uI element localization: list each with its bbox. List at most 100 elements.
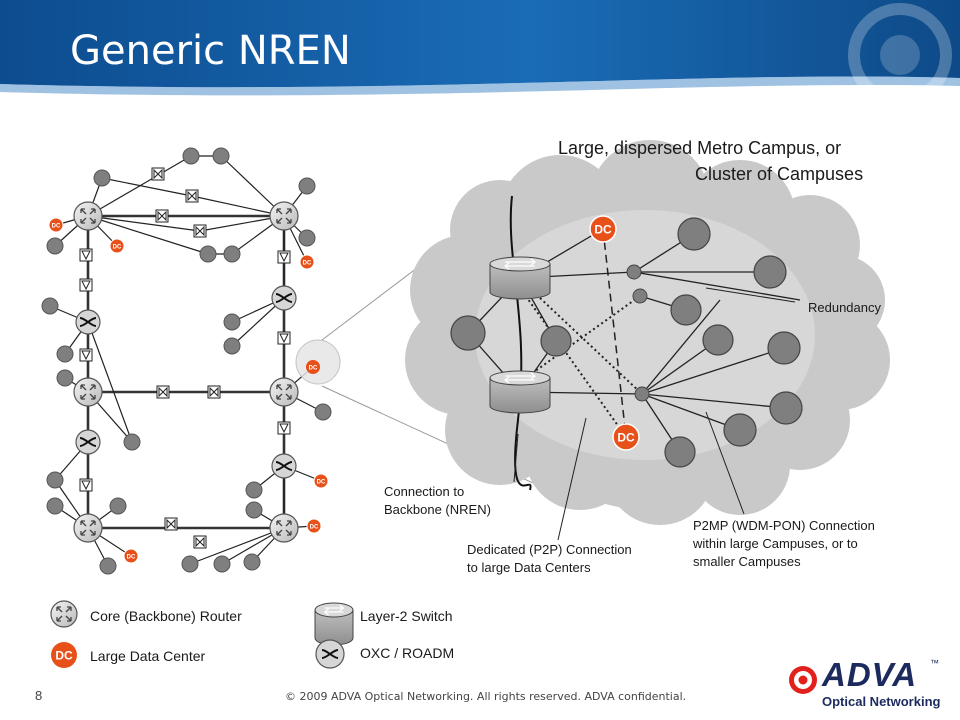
legend-layer2-switch-icon (314, 602, 354, 646)
data-center-badge: DC (313, 473, 329, 489)
svg-text:DC: DC (309, 366, 318, 372)
svg-text:DC: DC (113, 245, 122, 251)
filter-icon (79, 348, 93, 362)
core-router-icon (73, 513, 103, 543)
redundancy-label: Redundancy (808, 300, 881, 315)
filter-icon (277, 250, 291, 264)
redundancy-pointer (705, 287, 796, 303)
adva-logo-subtitle: Optical Networking (822, 694, 941, 709)
redundancy-dashed-link (602, 228, 627, 438)
network-node (243, 553, 261, 571)
amplifier-icon (164, 517, 178, 531)
network-node (181, 555, 199, 573)
campus-link (641, 299, 721, 395)
campus-link (641, 393, 741, 431)
campus-node (677, 217, 711, 251)
campus-node (540, 325, 572, 357)
campus-node (723, 413, 757, 447)
svg-text:DC: DC (303, 261, 312, 267)
backbone-label-line2: Backbone (NREN) (384, 502, 491, 517)
filter-icon (79, 278, 93, 292)
svg-text:DC: DC (52, 224, 61, 230)
core-router-icon (269, 377, 299, 407)
filter-icon (79, 478, 93, 492)
data-center-badge: DC (589, 215, 617, 243)
data-center-badge: DC (109, 238, 125, 254)
p2mp-label-line3: smaller Campuses (693, 554, 801, 569)
layer2-switch-icon (489, 370, 551, 414)
campus-node (664, 436, 696, 468)
layer2-switch-icon (489, 256, 551, 300)
network-node (223, 313, 241, 331)
oxc-roadm-icon (75, 309, 101, 335)
legend-core-router-icon (50, 600, 78, 628)
slide-title: Generic NREN (70, 28, 351, 74)
access-link (87, 215, 201, 232)
splitter-node (632, 288, 648, 304)
network-node (298, 229, 316, 247)
oxc-roadm-icon (75, 429, 101, 455)
data-center-badge: DC (123, 548, 139, 564)
data-center-badge: DC (306, 518, 322, 534)
header-wave (0, 76, 960, 96)
data-center-badge: DC (48, 217, 64, 233)
campus-node (670, 294, 702, 326)
svg-text:DC: DC (55, 649, 73, 663)
core-router-icon (73, 201, 103, 231)
splitter-node (626, 264, 642, 280)
amplifier-icon (151, 167, 165, 181)
p2p-label-line2: to large Data Centers (467, 560, 591, 575)
p2p-label-line1: Dedicated (P2P) Connection (467, 542, 632, 557)
network-node (46, 237, 64, 255)
amplifier-icon (193, 535, 207, 549)
campus-node (769, 391, 803, 425)
campus-link (641, 347, 785, 395)
p2mp-pointer (705, 411, 745, 515)
zoom-line (321, 385, 571, 501)
page-number: 8 (35, 688, 43, 703)
network-node (46, 497, 64, 515)
network-node (199, 245, 217, 263)
network-node (223, 245, 241, 263)
header-emblem-ring (848, 3, 952, 107)
copyright-footer: © 2009 ADVA Optical Networking. All righ… (285, 690, 687, 703)
amplifier-icon (156, 385, 170, 399)
access-link (87, 215, 209, 255)
network-node (109, 497, 127, 515)
filter-icon (277, 331, 291, 345)
network-node (212, 147, 230, 165)
core-router-icon (73, 377, 103, 407)
network-node (298, 177, 316, 195)
data-center-badge: DC (612, 423, 640, 451)
svg-text:DC: DC (594, 223, 612, 237)
backbone-label-line1: Connection to (384, 484, 465, 499)
campus-link (641, 393, 787, 409)
header-emblem-dot (880, 35, 920, 75)
svg-text:DC: DC (310, 525, 319, 531)
cluster-title-line1: Large, dispersed Metro Campus, or (558, 138, 842, 158)
network-node (99, 557, 117, 575)
network-node (93, 169, 111, 187)
network-node (245, 501, 263, 519)
filter-icon (79, 248, 93, 262)
access-link (87, 321, 133, 443)
svg-text:DC: DC (317, 480, 326, 486)
legend-data-center-label: Large Data Center (90, 648, 206, 664)
network-node (123, 433, 141, 451)
adva-logo-text: ADVA (822, 656, 918, 693)
network-node (182, 147, 200, 165)
network-node (56, 369, 74, 387)
dedicated-dc-link (519, 287, 627, 438)
access-link (191, 195, 285, 217)
legend-oxc-label: OXC / ROADM (360, 645, 455, 661)
p2p-pointer (557, 417, 587, 541)
svg-text:DC: DC (617, 431, 635, 445)
dedicated-dc-link (539, 297, 643, 395)
adva-logo-tm: ™ (930, 658, 939, 668)
filter-icon (277, 421, 291, 435)
campus-node (702, 324, 734, 356)
legend-layer2-switch-label: Layer-2 Switch (360, 608, 453, 624)
oxc-roadm-icon (271, 285, 297, 311)
network-node (56, 345, 74, 363)
access-link (189, 527, 285, 565)
